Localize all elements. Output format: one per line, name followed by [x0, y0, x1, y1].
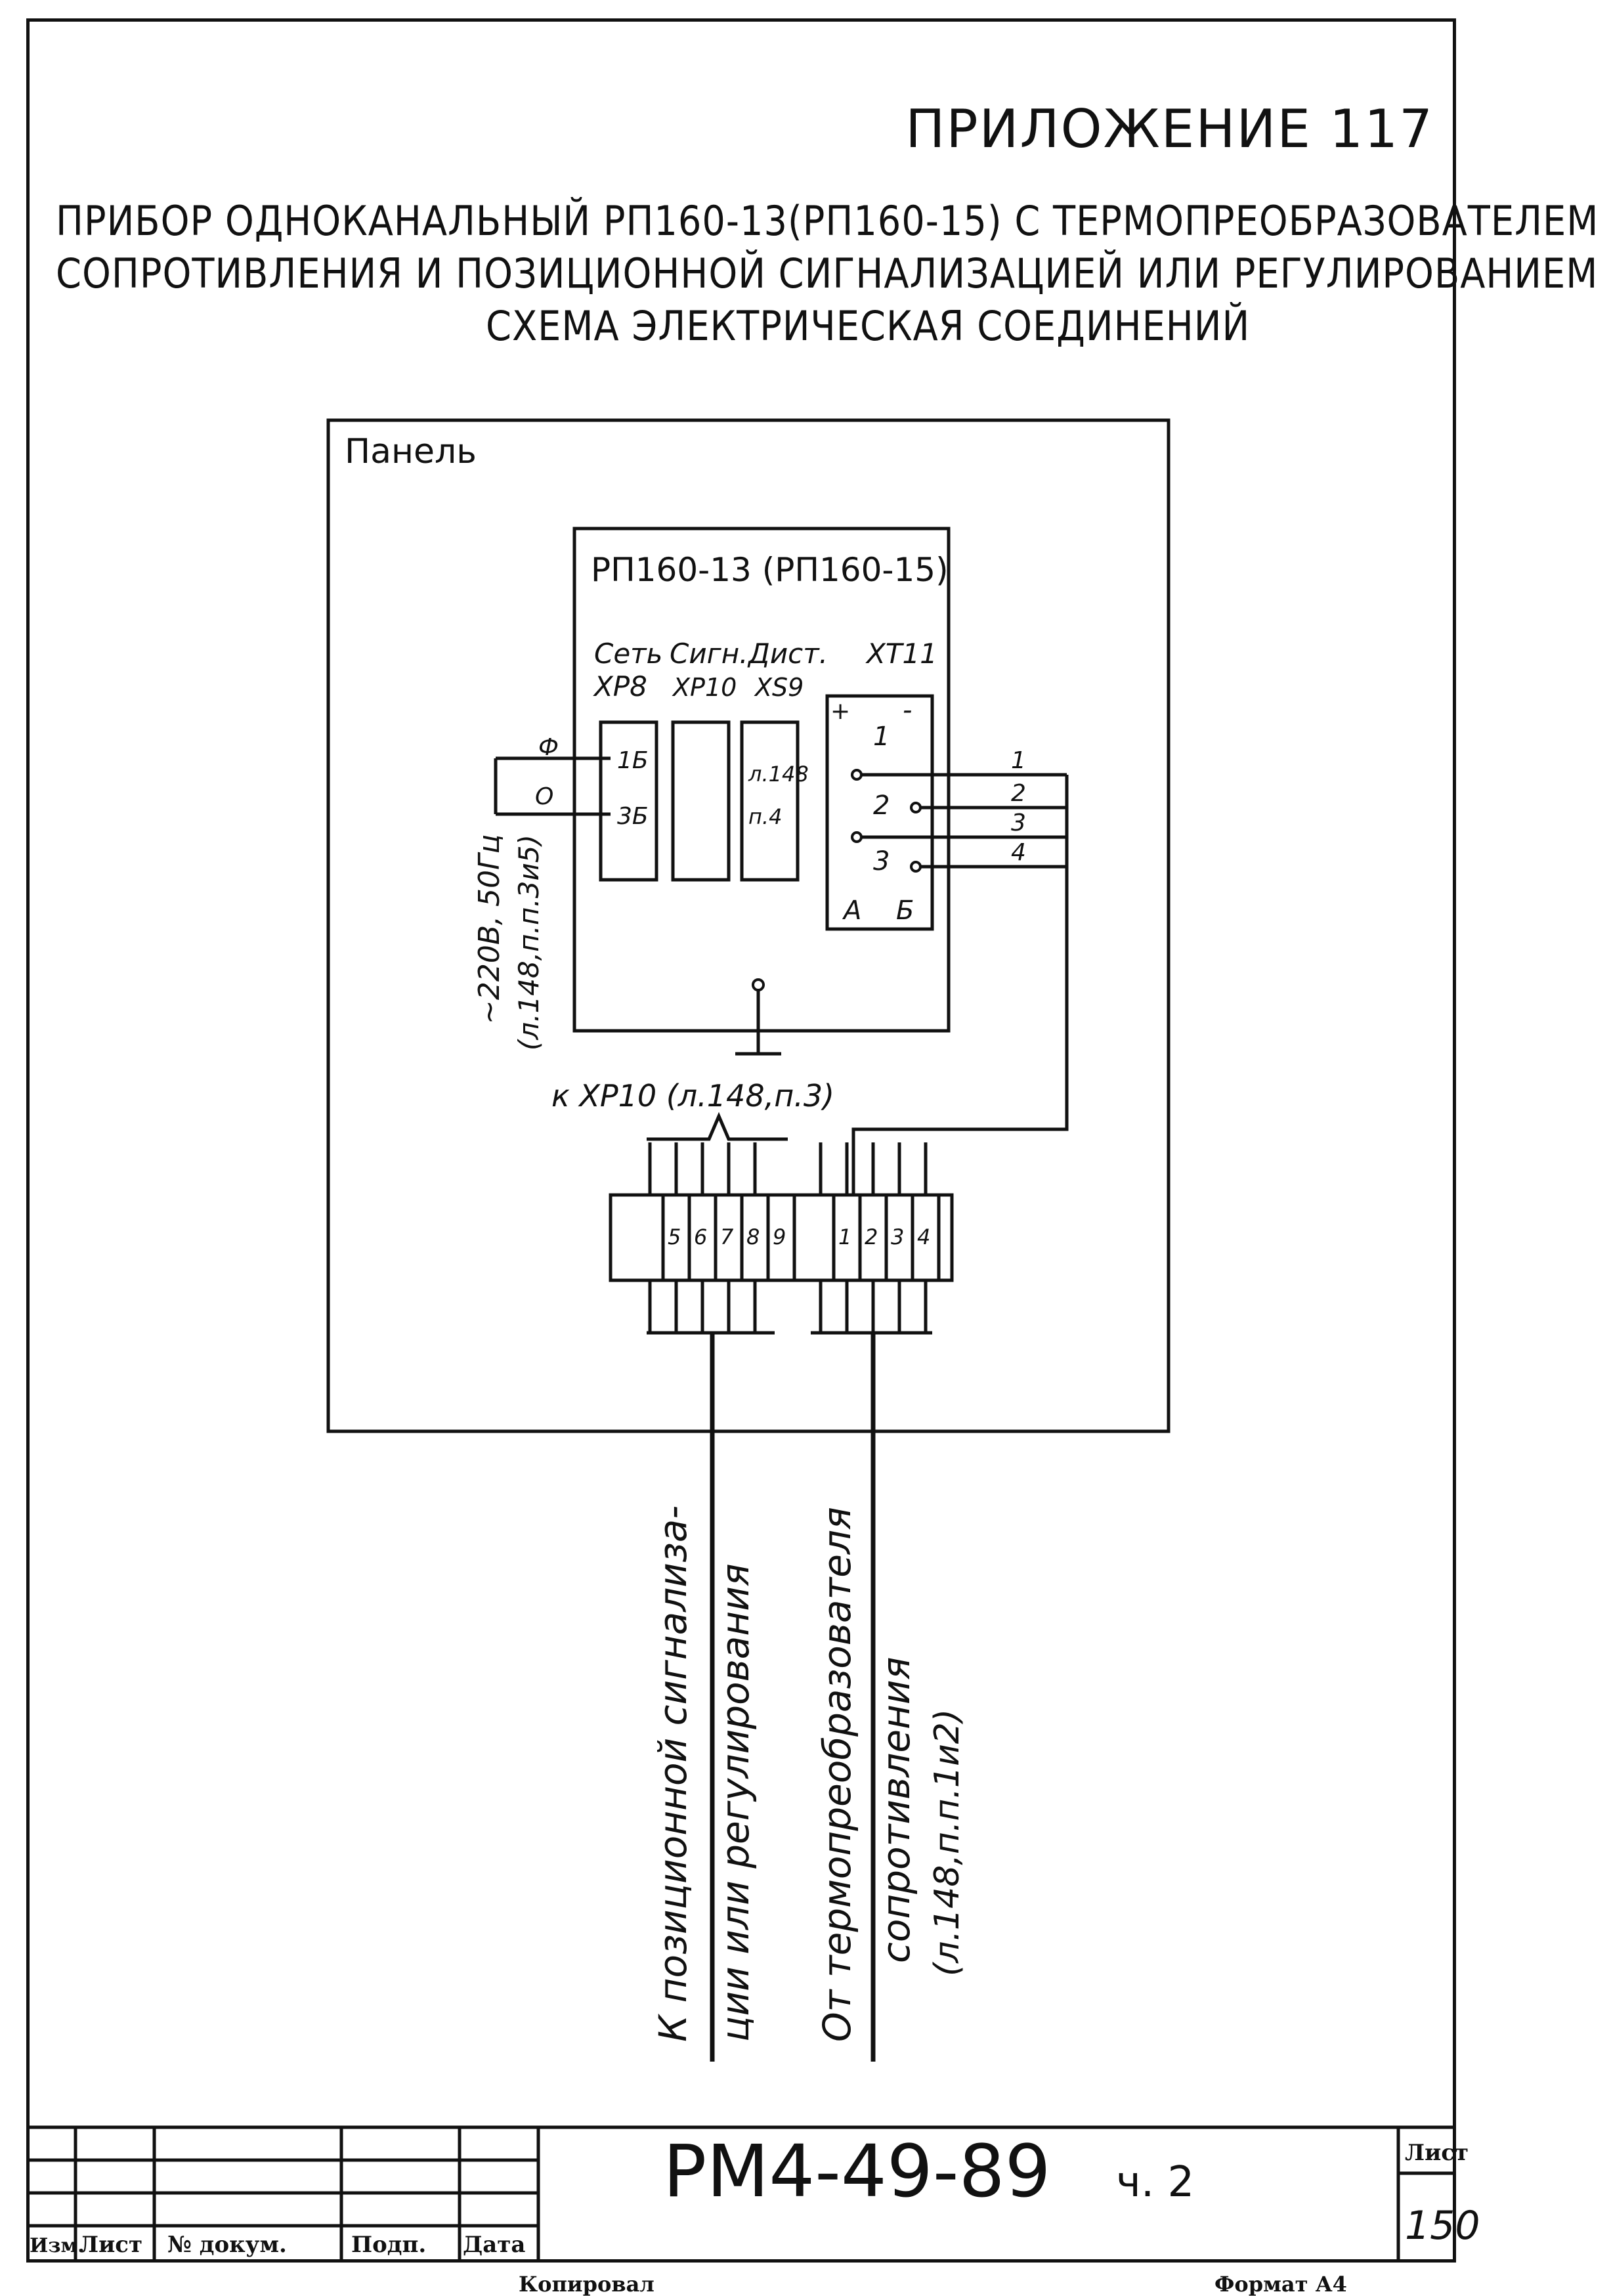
svg-text:6: 6	[694, 1224, 707, 1249]
cable-left-label-2: ции или регулирования	[713, 1563, 758, 2042]
xt11-id: ХТ11	[865, 638, 937, 670]
sheet-number: 150	[1405, 2203, 1480, 2249]
wire-to-terminal-block	[851, 775, 1069, 1195]
xt11-term-1: 1	[873, 722, 890, 752]
title-line-3: СХЕМА ЭЛЕКТРИЧЕСКАЯ СОЕДИНЕНИЙ	[486, 302, 1251, 350]
cable-right-label-3: (л.148,п.п.1и2)	[928, 1709, 967, 1976]
svg-text:1: 1	[838, 1224, 851, 1249]
device-label: РП160-13 (РП160-15)	[591, 551, 949, 589]
title-line-2: СОПРОТИВЛЕНИЯ И ПОЗИЦИОННОЙ СИГНАЛИЗАЦИЕ…	[56, 249, 1599, 297]
svg-text:2: 2	[865, 1224, 878, 1249]
svg-text:9: 9	[773, 1224, 786, 1249]
power-label: ~220В, 50Гц	[473, 834, 506, 1024]
col-change: Изм.	[30, 2234, 85, 2257]
phase-label-f: Ф	[538, 734, 559, 761]
xt11-plus: +	[830, 698, 850, 725]
xp8-title: Сеть	[594, 638, 662, 670]
power-reference: (л.148,п.п.3и5)	[513, 834, 545, 1051]
svg-text:4: 4	[917, 1224, 930, 1249]
xt11-term-3: 3	[873, 846, 890, 877]
xp10-id: ХР10	[672, 673, 737, 702]
wire-number-3: 3	[1011, 810, 1026, 836]
device-outline	[572, 527, 951, 1033]
terminal-block-dividers	[661, 1195, 941, 1280]
xp10-brace	[647, 1112, 788, 1141]
copied-label: Копировал	[519, 2272, 655, 2296]
svg-text:8: 8	[746, 1224, 760, 1249]
format-label: Формат А4	[1214, 2272, 1347, 2296]
svg-text:3: 3	[891, 1224, 904, 1249]
svg-text:5: 5	[668, 1224, 681, 1249]
phase-label-o: О	[535, 783, 553, 810]
terminal-block	[609, 1193, 954, 1282]
panel-outline	[326, 418, 1171, 1433]
xt11-terminal	[825, 694, 934, 931]
xt11-terminal-points	[752, 769, 922, 991]
wire-number-1: 1	[1011, 747, 1026, 774]
terminal-bottom-leads	[647, 1280, 932, 1335]
sheet-label: Лист	[1405, 2140, 1469, 2166]
col-date: Дата	[463, 2232, 525, 2258]
page-frame	[26, 18, 1456, 2263]
xs9-id: ХS9	[754, 673, 804, 702]
col-doc: № докум.	[167, 2232, 287, 2258]
xp8-pin-1: 1Б	[617, 747, 649, 774]
xt11-term-2: 2	[873, 791, 890, 821]
doc-part: ч. 2	[1116, 2158, 1194, 2207]
xp8-connector	[599, 720, 658, 882]
xt11-label-b: Б	[896, 896, 914, 926]
xs9-title: Дист.	[747, 638, 828, 670]
title-line-1: ПРИБОР ОДНОКАНАЛЬНЫЙ РП160-13(РП160-15) …	[56, 197, 1599, 245]
cable-left-label-1: К позиционной сигнализа-	[651, 1505, 695, 2042]
wire-number-2: 2	[1011, 780, 1026, 807]
xp8-id: ХР8	[593, 670, 647, 703]
xs9-ref-2: п.4	[748, 804, 782, 829]
xp10-reference: к ХР10 (л.148,п.3)	[551, 1078, 834, 1114]
cable-right-label-1: От термопреобразователя	[815, 1507, 859, 2042]
terminal-top-leads	[648, 1142, 928, 1195]
col-sheet: Лист	[79, 2232, 142, 2258]
xt11-label-a: А	[842, 896, 861, 926]
doc-number: РМ4-49-89	[663, 2129, 1051, 2213]
xt11-minus: -	[903, 695, 912, 726]
terminal-block-numbers: 5 6 7 8 9 1 2 3 4	[668, 1224, 930, 1249]
svg-text:7: 7	[720, 1224, 734, 1249]
xp10-connector	[671, 720, 731, 882]
appendix-heading: ПРИЛОЖЕНИЕ 117	[905, 98, 1434, 160]
xp8-pin-2: 3Б	[617, 803, 649, 830]
xp10-title: Сигн.	[670, 638, 748, 670]
col-sign: Подп.	[351, 2232, 426, 2258]
xs9-ref-1: л.148	[748, 762, 809, 787]
panel-label: Панель	[345, 432, 477, 471]
wire-number-4: 4	[1011, 839, 1026, 866]
xs9-connector	[740, 720, 800, 882]
cable-right-label-2: сопротивления	[874, 1657, 918, 1963]
